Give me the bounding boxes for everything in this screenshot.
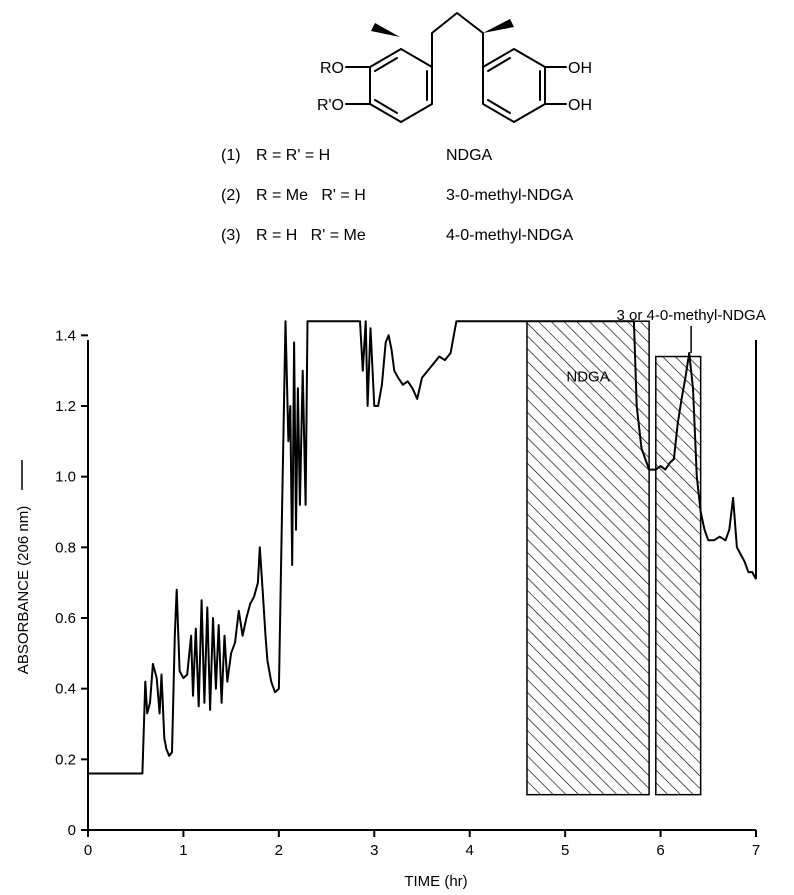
chart-annotations: NDGA 3 or 4-0-methyl-NDGA bbox=[566, 307, 765, 385]
compound-2-substituents: R = Me R' = H bbox=[256, 187, 366, 204]
compound-2-number: (2) bbox=[221, 187, 241, 204]
atom-label-oh-bottom: OH bbox=[568, 97, 592, 114]
y-tick-label-3: 0.6 bbox=[55, 610, 76, 627]
x-tick-label-2: 2 bbox=[275, 842, 283, 859]
atom-label-oh-top: OH bbox=[568, 60, 592, 77]
atom-label-rprime-o: R'O bbox=[317, 97, 344, 114]
x-tick-label-1: 1 bbox=[179, 842, 187, 859]
x-tick-label-5: 5 bbox=[561, 842, 569, 859]
y-tick-label-6: 1.2 bbox=[55, 398, 76, 415]
compound-1-name: NDGA bbox=[446, 147, 493, 164]
compound-1-number: (1) bbox=[221, 147, 241, 164]
x-tick-label-4: 4 bbox=[466, 842, 474, 859]
chemical-structure: RO R'O OH OH bbox=[317, 12, 592, 123]
compound-3-name: 4-0-methyl-NDGA bbox=[446, 227, 573, 244]
methyl-wedge-left bbox=[371, 23, 400, 37]
y-tick-label-4: 0.8 bbox=[55, 539, 76, 556]
compound-3-substituents: R = H R' = Me bbox=[256, 227, 366, 244]
shaded-region-2 bbox=[655, 355, 702, 796]
y-tick-label-2: 0.4 bbox=[55, 681, 76, 698]
y-tick-label-7: 1.4 bbox=[55, 327, 76, 344]
atom-label-ro: RO bbox=[320, 60, 344, 77]
y-axis-title: ABSORBANCE (206 nm) bbox=[15, 506, 32, 674]
y-tick-label-0: 0 bbox=[68, 822, 76, 839]
compound-3-number: (3) bbox=[221, 227, 241, 244]
x-axis-title: TIME (hr) bbox=[404, 873, 467, 890]
compound-1-substituents: R = R' = H bbox=[256, 147, 330, 164]
compound-2-name: 3-0-methyl-NDGA bbox=[446, 187, 573, 204]
methyl-ndga-label: 3 or 4-0-methyl-NDGA bbox=[617, 307, 766, 324]
ndga-region-label: NDGA bbox=[566, 368, 609, 385]
compound-list: (1) R = R' = H NDGA (2) R = Me R' = H 3-… bbox=[221, 147, 573, 244]
y-tick-label-5: 1.0 bbox=[55, 469, 76, 486]
x-tick-label-7: 7 bbox=[752, 842, 760, 859]
x-tick-label-3: 3 bbox=[370, 842, 378, 859]
chart-series bbox=[88, 320, 757, 775]
x-tick-label-0: 0 bbox=[84, 842, 92, 859]
shaded-region-1 bbox=[526, 320, 650, 796]
methyl-wedge-right bbox=[483, 19, 514, 33]
y-tick-label-1: 0.2 bbox=[55, 751, 76, 768]
x-tick-label-6: 6 bbox=[656, 842, 664, 859]
series-line-1 bbox=[88, 320, 757, 775]
shaded-regions bbox=[526, 320, 702, 796]
